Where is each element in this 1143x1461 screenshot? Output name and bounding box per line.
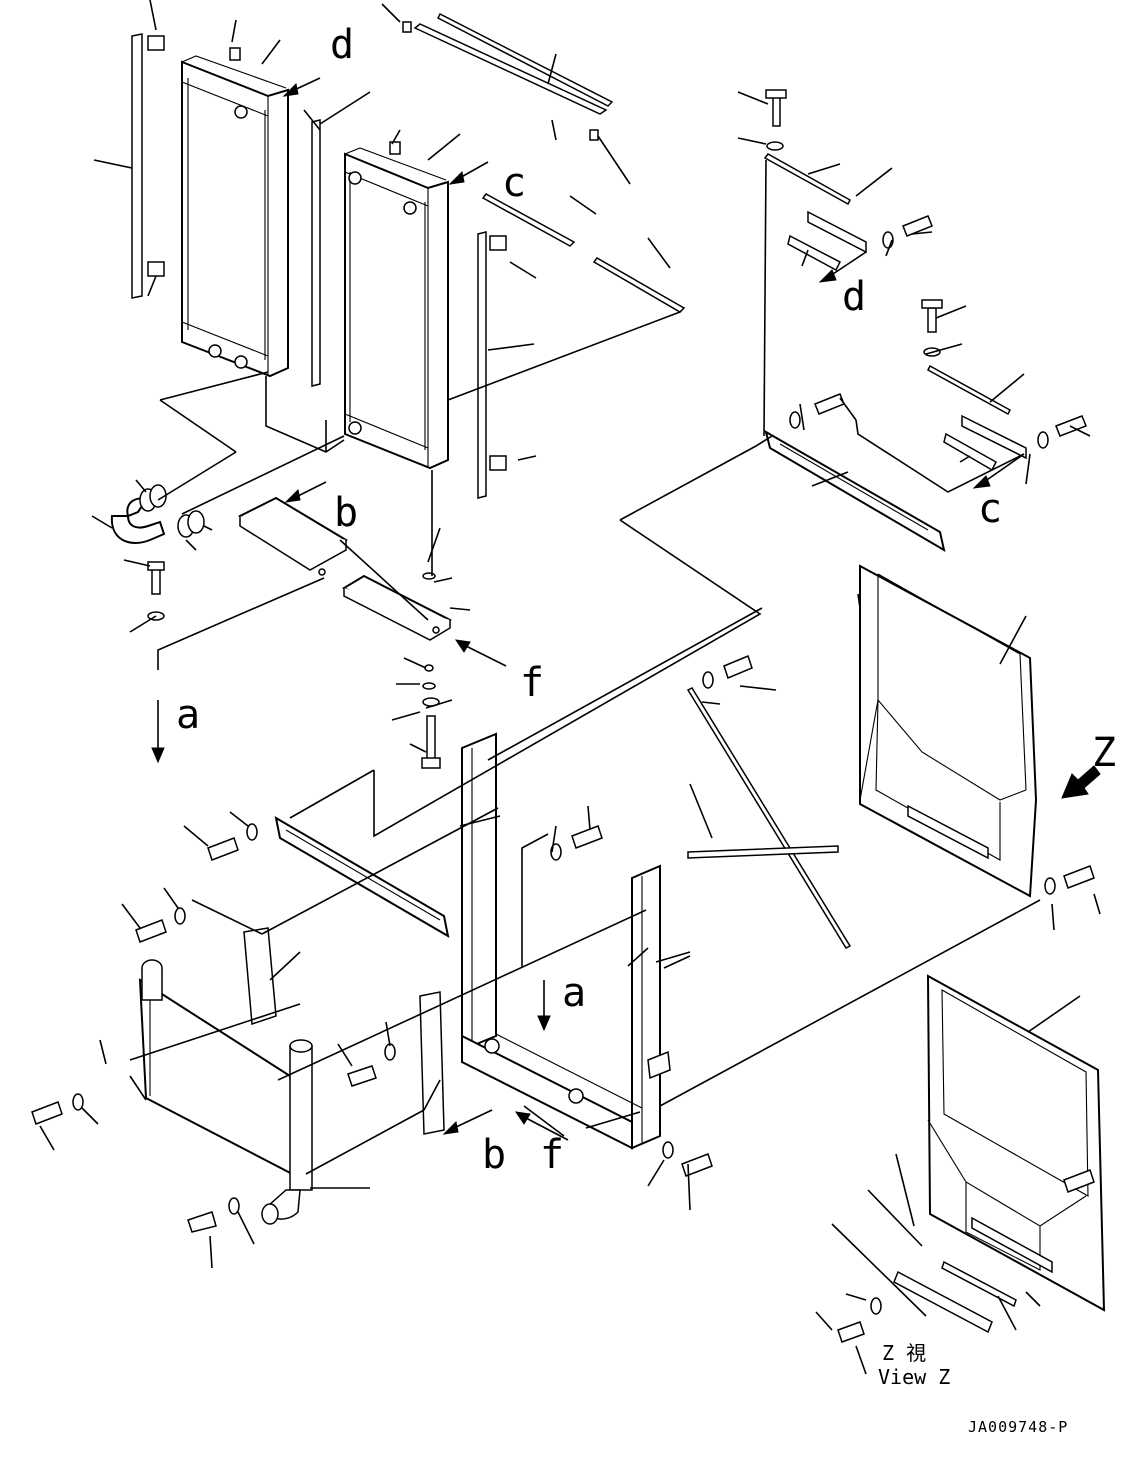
seal-bar-left-vertical (131, 33, 165, 299)
radiator-frame (461, 732, 671, 1150)
radiator-core-rear (181, 47, 289, 378)
support-bracket-b (237, 496, 348, 576)
leader-lines (39, 0, 1101, 1375)
reference-arrows (151, 77, 1101, 1141)
cross-member-bracket (274, 816, 450, 938)
ref-label-c-1: c (502, 160, 526, 206)
hose-with-clamps (110, 484, 205, 621)
ref-label-d-1: d (330, 22, 354, 68)
fan-shroud-view-z (837, 974, 1106, 1343)
radiator-core-front (344, 141, 449, 470)
seal-bar-middle-vertical (311, 119, 321, 387)
drawing-code: JA009748-P (968, 1418, 1068, 1436)
ref-label-b-1: b (334, 490, 358, 536)
ref-label-c-2: c (978, 486, 1002, 532)
oil-cooler (31, 823, 1095, 1233)
ref-label-z: Z (1092, 730, 1116, 776)
ref-label-a-1: a (176, 692, 200, 738)
view-z-caption: Z 視 View Z (878, 1341, 950, 1389)
view-z-caption-line1: Z 視 (882, 1341, 926, 1365)
ref-label-f-2: f (540, 1132, 564, 1178)
reference-labels: d c b d c f a Z a b f (176, 22, 1116, 1178)
ref-label-f-1: f (520, 660, 544, 706)
mounting-bracket-upper-right (763, 89, 1087, 553)
ref-label-b-2: b (482, 1132, 506, 1178)
tie-rod (686, 654, 852, 949)
ref-label-d-2: d (842, 274, 866, 320)
seal-bars-top (402, 12, 686, 313)
view-z-caption-line2: View Z (878, 1365, 950, 1389)
support-bracket-f (341, 572, 453, 769)
seal-bar-right-vertical (477, 231, 507, 499)
fan-shroud (859, 564, 1038, 898)
ref-label-a-2: a (562, 970, 586, 1016)
